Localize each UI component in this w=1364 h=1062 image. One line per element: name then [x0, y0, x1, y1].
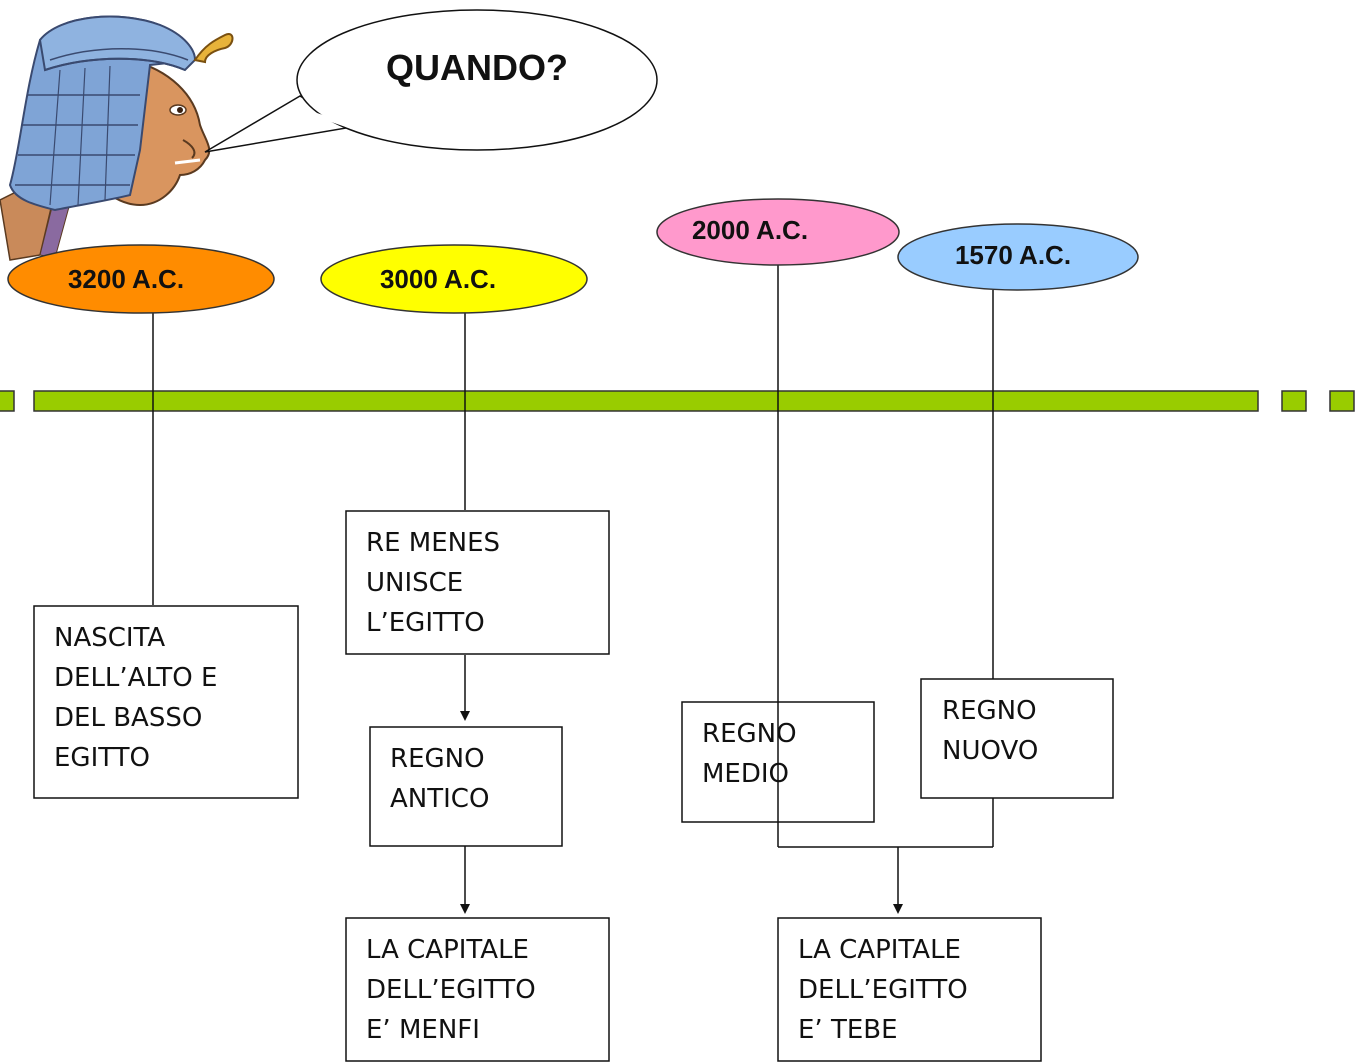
- date-2000: 2000 A.C.: [656, 198, 900, 266]
- speech-bubble: QUANDO?: [204, 9, 658, 153]
- box-menes: RE MENES UNISCE L’EGITTO: [345, 510, 610, 655]
- box-antico: REGNO ANTICO: [369, 726, 563, 847]
- box-nascita-line-2: DELL’ALTO E: [54, 663, 217, 693]
- box-nascita-line-4: EGITTO: [54, 743, 150, 773]
- date-label-3200: 3200 A.C.: [68, 264, 184, 294]
- box-antico-line-1: REGNO: [390, 744, 485, 774]
- box-nuovo: REGNO NUOVO: [920, 678, 1114, 799]
- box-tebe-line-2: DELL’EGITTO: [798, 975, 968, 1005]
- box-medio-line-2: MEDIO: [702, 759, 789, 789]
- box-nuovo-line-1: REGNO: [942, 696, 1037, 726]
- timeline-bar: [0, 390, 1355, 412]
- timeline-segment-left: [0, 390, 15, 412]
- box-tebe: LA CAPITALE DELL’EGITTO E’ TEBE: [777, 917, 1042, 1062]
- box-menfi-line-2: DELL’EGITTO: [366, 975, 536, 1005]
- speech-bubble-text: QUANDO?: [386, 47, 568, 88]
- box-tebe-line-3: E’ TEBE: [798, 1015, 898, 1045]
- timeline-segment-dot-1: [1281, 390, 1307, 412]
- box-nascita: NASCITA DELL’ALTO E DEL BASSO EGITTO: [33, 605, 299, 799]
- box-menes-line-1: RE MENES: [366, 528, 500, 558]
- box-tebe-line-1: LA CAPITALE: [798, 935, 961, 965]
- box-menes-line-2: UNISCE: [366, 568, 463, 598]
- date-3000: 3000 A.C.: [320, 244, 588, 314]
- date-ellipse-2000: [656, 198, 900, 266]
- box-menes-line-3: L’EGITTO: [366, 608, 485, 638]
- box-medio-line-1: REGNO: [702, 719, 797, 749]
- box-menfi-line-3: E’ MENFI: [366, 1015, 480, 1045]
- date-label-1570: 1570 A.C.: [955, 240, 1071, 270]
- date-ellipse-3200: [7, 244, 275, 314]
- box-menfi: LA CAPITALE DELL’EGITTO E’ MENFI: [345, 917, 610, 1062]
- date-3200: 3200 A.C.: [7, 244, 275, 314]
- box-medio: REGNO MEDIO: [681, 701, 875, 823]
- box-antico-line-2: ANTICO: [390, 784, 489, 814]
- box-nascita-line-3: DEL BASSO: [54, 703, 202, 733]
- date-1570: 1570 A.C.: [897, 223, 1139, 291]
- pharaoh-illustration: [0, 15, 234, 261]
- timeline-segment-main: [33, 390, 1259, 412]
- date-label-3000: 3000 A.C.: [380, 264, 496, 294]
- box-menfi-line-1: LA CAPITALE: [366, 935, 529, 965]
- box-nascita-line-1: NASCITA: [54, 623, 165, 653]
- date-ellipse-3000: [320, 244, 588, 314]
- timeline-segment-dot-2: [1329, 390, 1355, 412]
- date-label-2000: 2000 A.C.: [692, 215, 808, 245]
- box-nuovo-line-2: NUOVO: [942, 736, 1038, 766]
- date-ellipse-1570: [897, 223, 1139, 291]
